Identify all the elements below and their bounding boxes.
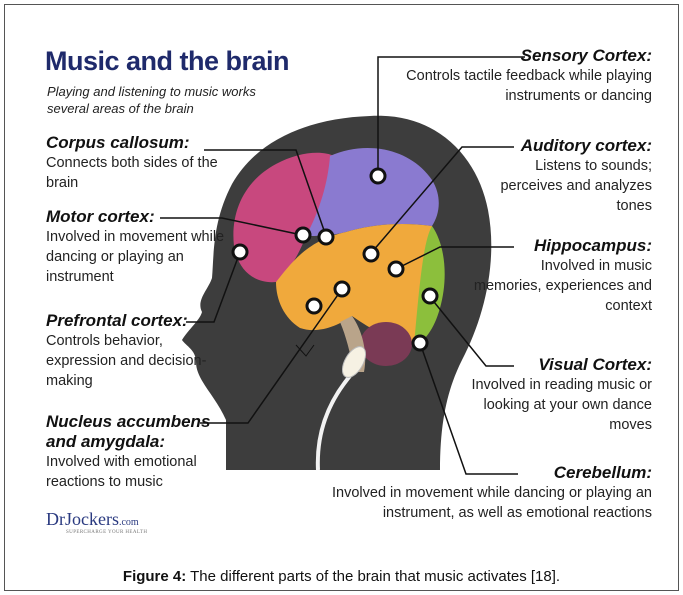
label-heading: Cerebellum: <box>262 463 652 483</box>
label-hippocampus: Hippocampus: Involved in music memories,… <box>470 236 652 316</box>
marker-nucleus-2 <box>307 299 321 313</box>
label-heading: Corpus callosum: <box>46 133 226 153</box>
label-nucleus-accumbens: Nucleus accumbens and amygdala: Involved… <box>46 412 221 492</box>
label-sensory-cortex: Sensory Cortex: Controls tactile feedbac… <box>402 46 652 106</box>
label-description: Involved in movement while dancing or pl… <box>46 227 226 287</box>
label-description: Controls behavior, expression and decisi… <box>46 331 226 391</box>
marker-corpus <box>319 230 333 244</box>
marker-visual <box>423 289 437 303</box>
label-heading: Visual Cortex: <box>470 355 652 375</box>
figure-caption: Figure 4: The different parts of the bra… <box>0 568 683 585</box>
label-motor-cortex: Motor cortex: Involved in movement while… <box>46 207 226 287</box>
marker-hippocampus <box>389 262 403 276</box>
label-visual-cortex: Visual Cortex: Involved in reading music… <box>470 355 652 435</box>
marker-motor <box>296 228 310 242</box>
caption-label: Figure 4: <box>123 568 186 585</box>
drjockers-logo: DrJockers.com SUPERCHARGE YOUR HEALTH <box>46 509 139 530</box>
page-subtitle: Playing and listening to music works sev… <box>47 83 287 117</box>
label-description: Involved in reading music or looking at … <box>470 375 652 435</box>
marker-nucleus-1 <box>335 282 349 296</box>
page-title: Music and the brain <box>45 46 289 77</box>
logo-text: DrJockers <box>46 509 119 529</box>
logo-tagline: SUPERCHARGE YOUR HEALTH <box>66 530 147 535</box>
label-heading: Motor cortex: <box>46 207 226 227</box>
label-description: Involved with emotional reactions to mus… <box>46 452 221 492</box>
label-prefrontal-cortex: Prefrontal cortex: Controls behavior, ex… <box>46 311 226 391</box>
label-description: Involved in music memories, experiences … <box>470 256 652 316</box>
label-auditory-cortex: Auditory cortex: Listens to sounds; perc… <box>500 136 652 216</box>
label-description: Connects both sides of the brain <box>46 153 226 193</box>
marker-auditory <box>364 247 378 261</box>
label-description: Involved in movement while dancing or pl… <box>262 483 652 523</box>
label-cerebellum: Cerebellum: Involved in movement while d… <box>262 463 652 523</box>
label-heading: Prefrontal cortex: <box>46 311 226 331</box>
cerebellum-shape <box>360 322 412 366</box>
label-heading: Auditory cortex: <box>500 136 652 156</box>
label-heading: Hippocampus: <box>470 236 652 256</box>
label-heading: Nucleus accumbens and amygdala: <box>46 412 221 452</box>
marker-sensory <box>371 169 385 183</box>
logo-suffix: .com <box>119 517 139 528</box>
label-description: Controls tactile feedback while playing … <box>402 66 652 106</box>
label-corpus-callosum: Corpus callosum: Connects both sides of … <box>46 133 226 193</box>
label-description: Listens to sounds; perceives and analyze… <box>500 156 652 216</box>
caption-text: The different parts of the brain that mu… <box>186 568 560 585</box>
marker-prefrontal <box>233 245 247 259</box>
marker-cerebellum <box>413 336 427 350</box>
label-heading: Sensory Cortex: <box>402 46 652 66</box>
